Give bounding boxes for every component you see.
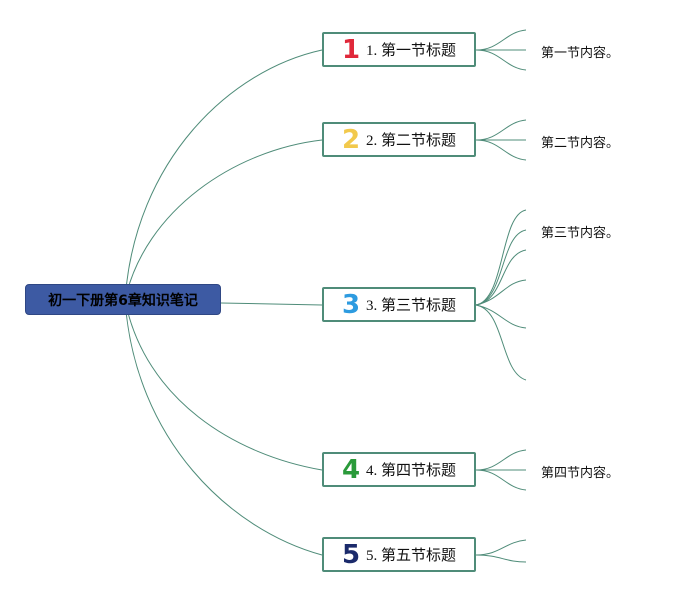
- edge-topic-3-branch: [475, 279, 527, 306]
- topic-node-4[interactable]: 4 4. 第四节标题: [322, 452, 476, 487]
- topic-label: 5. 第五节标题: [366, 548, 457, 564]
- edge-topic-1-branch: [475, 29, 527, 51]
- edge-topic-2-branch: [475, 119, 527, 141]
- edge-topic-3-branch: [475, 249, 527, 306]
- leaf-note-4[interactable]: 第四节内容。: [541, 466, 620, 481]
- topic-node-2[interactable]: 2 2. 第二节标题: [322, 122, 476, 157]
- edge-topic-1-branch: [475, 49, 527, 71]
- topic-node-1[interactable]: 1 1. 第一节标题: [322, 32, 476, 67]
- edge-root-topic-2: [124, 139, 323, 301]
- central-topic[interactable]: 初一下册第6章知识笔记: [25, 284, 221, 315]
- edge-topic-4-branch: [475, 449, 527, 471]
- leaf-note-2[interactable]: 第二节内容。: [541, 136, 620, 151]
- topic-label: 3. 第三节标题: [366, 298, 457, 314]
- edge-root-topic-4: [124, 299, 323, 471]
- edge-topic-3-branch: [475, 304, 527, 381]
- edge-topic-2-branch: [475, 139, 527, 161]
- topic-node-3[interactable]: 3 3. 第三节标题: [322, 287, 476, 322]
- edge-root-topic-5: [124, 299, 323, 556]
- number-1-icon: 1: [342, 34, 361, 65]
- edge-topic-4-branch: [475, 469, 527, 491]
- leaf-note-3[interactable]: 第三节内容。: [541, 226, 620, 241]
- edge-root-topic-1: [124, 49, 323, 301]
- topic-label: 4. 第四节标题: [366, 463, 457, 479]
- edge-topic-5-branch: [475, 554, 527, 563]
- edge-topic-5-branch: [475, 539, 527, 556]
- edge-root-topic-3: [220, 302, 323, 306]
- number-2-icon: 2: [342, 124, 361, 155]
- number-3-icon: 3: [342, 289, 361, 320]
- number-4-icon: 4: [342, 454, 361, 485]
- edge-topic-3-branch: [475, 209, 527, 306]
- topic-label: 1. 第一节标题: [366, 43, 457, 59]
- leaf-note-1[interactable]: 第一节内容。: [541, 46, 620, 61]
- edge-topic-3-branch: [475, 229, 527, 306]
- topic-node-5[interactable]: 5 5. 第五节标题: [322, 537, 476, 572]
- number-5-icon: 5: [342, 539, 361, 570]
- topic-label: 2. 第二节标题: [366, 133, 457, 149]
